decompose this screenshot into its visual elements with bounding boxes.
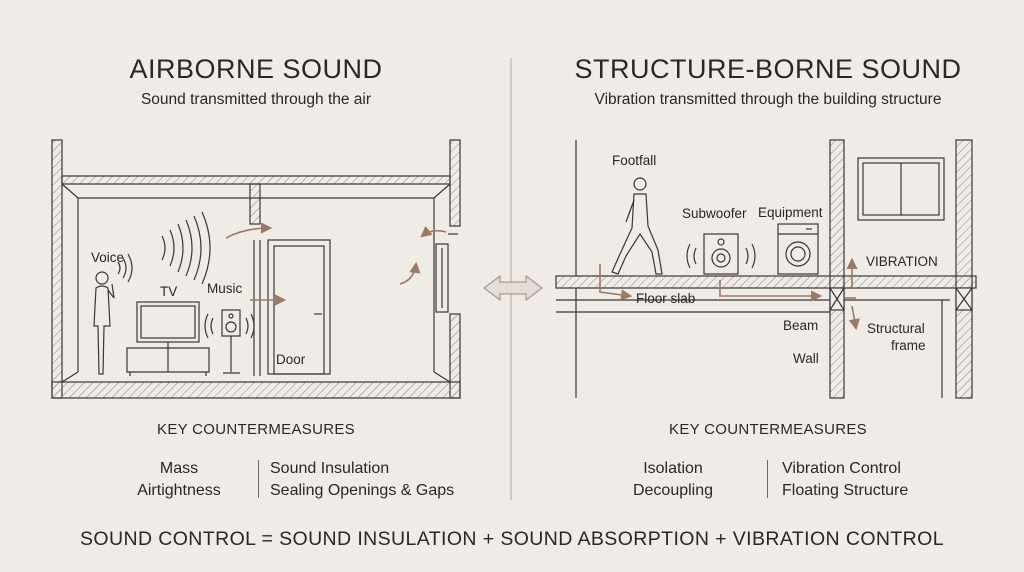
countermeasure-item: Vibration Control: [782, 460, 901, 477]
sound-control-formula: SOUND CONTROL = SOUND INSULATION + SOUND…: [80, 528, 944, 550]
structure-room: [555, 139, 977, 399]
label-tv: TV: [160, 284, 178, 299]
vibration-arrow-down: [848, 305, 860, 331]
countermeasure-item: Decoupling: [632, 482, 714, 499]
vibration-arrow-slab: [719, 280, 823, 302]
label-music: Music: [207, 281, 243, 296]
double-arrow-icon: [483, 274, 543, 302]
countermeasure-item: Airtightness: [137, 482, 221, 499]
airborne-arrow-window-top: [420, 226, 447, 238]
countermeasure-item: Mass: [159, 460, 199, 477]
countermeasure-item: Sound Insulation: [270, 460, 390, 477]
structure-countermeasures-heading: KEY COUNTERMEASURES: [669, 421, 867, 438]
structure-title: STRUCTURE-BORNE SOUND: [574, 54, 962, 84]
countermeasures-separator: [767, 460, 768, 498]
airborne-countermeasures-left: Mass Airtightness: [104, 458, 254, 502]
structure-subtitle: Vibration transmitted through the buildi…: [594, 91, 942, 108]
label-subwoofer: Subwoofer: [682, 206, 747, 221]
countermeasure-item: Sealing Openings & Gaps: [270, 482, 455, 499]
label-wall: Wall: [793, 351, 819, 366]
label-structural-frame-line1: Structural: [867, 321, 925, 336]
airborne-countermeasures-heading: KEY COUNTERMEASURES: [157, 421, 355, 438]
label-voice: Voice: [91, 250, 125, 265]
airborne-subtitle: Sound transmitted through the air: [140, 91, 372, 108]
airborne-title: AIRBORNE SOUND: [129, 54, 383, 84]
structure-countermeasures-left: Isolation Decoupling: [602, 458, 744, 502]
label-footfall: Footfall: [612, 153, 657, 168]
airborne-arrow-window: [399, 261, 421, 285]
airborne-room: [51, 139, 461, 399]
structure-countermeasures-right: Vibration Control Floating Structure: [782, 458, 908, 502]
countermeasure-item: Floating Structure: [782, 482, 909, 499]
countermeasures-separator: [258, 460, 259, 498]
label-equipment: Equipment: [758, 205, 823, 220]
airborne-arrow-top: [225, 222, 273, 239]
label-floor-slab: Floor slab: [636, 291, 696, 306]
airborne-countermeasures-right: Sound Insulation Sealing Openings & Gaps: [270, 458, 454, 502]
countermeasure-item: Isolation: [643, 460, 703, 477]
label-beam: Beam: [783, 318, 819, 333]
label-vibration: VIBRATION: [866, 254, 938, 269]
label-structural-frame-line2: frame: [891, 338, 926, 353]
label-door: Door: [276, 352, 306, 367]
vibration-arrow-footfall: [599, 264, 633, 301]
